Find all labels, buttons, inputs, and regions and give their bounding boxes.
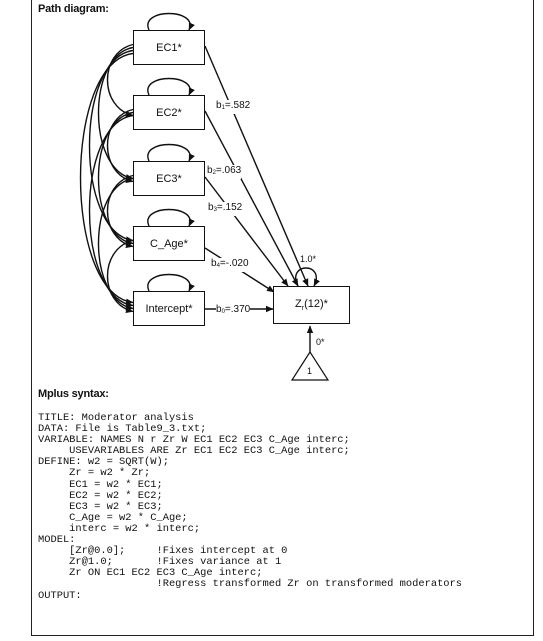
syntax-line: EC3 = w2 * EC3; [38,500,163,513]
predictor-label: C_Age* [150,237,188,250]
mplus-syntax-heading: Mplus syntax: [38,388,109,400]
constant-triangle [290,350,330,381]
variance-loop [147,143,195,162]
covariance-arrow [106,235,141,314]
figure-frame [31,0,534,636]
syntax-line: C_Age = w2 * C_Age; [38,511,188,524]
syntax-line: EC2 = w2 * EC2; [38,489,163,502]
outcome-variance-label: 1.0* [300,254,317,264]
path-diagram-heading: Path diagram: [38,3,109,15]
outcome-variance-loop [295,267,320,287]
predictor-box-ec3: EC3* [133,161,205,196]
regression-path-ec2 [204,110,299,287]
coefficient-b4: b4=-.020 [211,258,249,272]
predictor-label: EC2* [156,106,182,119]
syntax-line: DATA: File is Table9_3.txt; [38,423,207,436]
covariance-arrow [106,104,141,183]
syntax-line: MODEL: [38,534,76,547]
predictor-label: EC3* [156,172,182,185]
syntax-line: USEVARIABLES ARE Zr EC1 EC2 EC3 C_Age in… [38,445,350,458]
syntax-line: EC1 = w2 * EC1; [38,478,163,491]
syntax-line: !Regress transformed Zr on transformed m… [38,578,463,591]
path-diagram [79,12,330,381]
covariance-arrow [97,174,141,311]
syntax-line: VARIABLE: NAMES N r Zr W EC1 EC2 EC3 C_A… [38,434,350,447]
predictor-box-ec2: EC2* [133,95,205,130]
syntax-line: Zr ON EC1 EC2 EC3 C_Age interc; [38,567,263,580]
syntax-line: OUTPUT: [38,589,82,602]
constant-triangle-label: 1 [307,366,313,376]
coefficient-b3: b3=.152 [208,202,243,216]
covariance-arrow [88,111,141,308]
syntax-line: Zr@1.0; !Fixes variance at 1 [38,556,282,569]
syntax-line: DEFINE: w2 = SQRT(W); [38,456,169,469]
outcome-label: Zr(12)* [295,297,328,313]
covariance-arrow [97,108,141,246]
regression-path-ec1 [204,45,309,287]
coefficient-b0: b0=.370 [216,304,251,318]
mplus-syntax-code: TITLE: Moderator analysis DATA: File is … [38,412,463,602]
syntax-line: TITLE: Moderator analysis [38,412,194,424]
predictor-label: EC1* [156,41,182,54]
covariance-arrow [97,43,141,181]
covariance-arrow [106,170,141,249]
variance-loop [147,273,195,292]
constant-path-label: 0* [316,337,325,347]
predictor-label: Intercept* [145,302,193,315]
covariance-arrow [88,46,141,243]
predictor-box-ec1: EC1* [133,30,205,65]
coefficient-b1: b1=.582 [216,100,251,114]
predictor-box-intercept: Intercept* [133,291,205,326]
syntax-line: interc = w2 * interc; [38,522,201,535]
outcome-box-zr: Zr(12)* [273,286,350,324]
coefficient-b2: b2=.063 [207,165,242,179]
syntax-line: Zr = w2 * Zr; [38,467,151,480]
covariance-arrow [106,39,141,118]
variance-loop [147,12,195,31]
regression-path-ec3 [204,176,289,287]
variance-loop [147,208,195,227]
variance-loop [147,77,195,96]
predictor-box-c-age: C_Age* [133,226,205,261]
syntax-line: [Zr@0.0]; !Fixes intercept at 0 [38,545,288,558]
